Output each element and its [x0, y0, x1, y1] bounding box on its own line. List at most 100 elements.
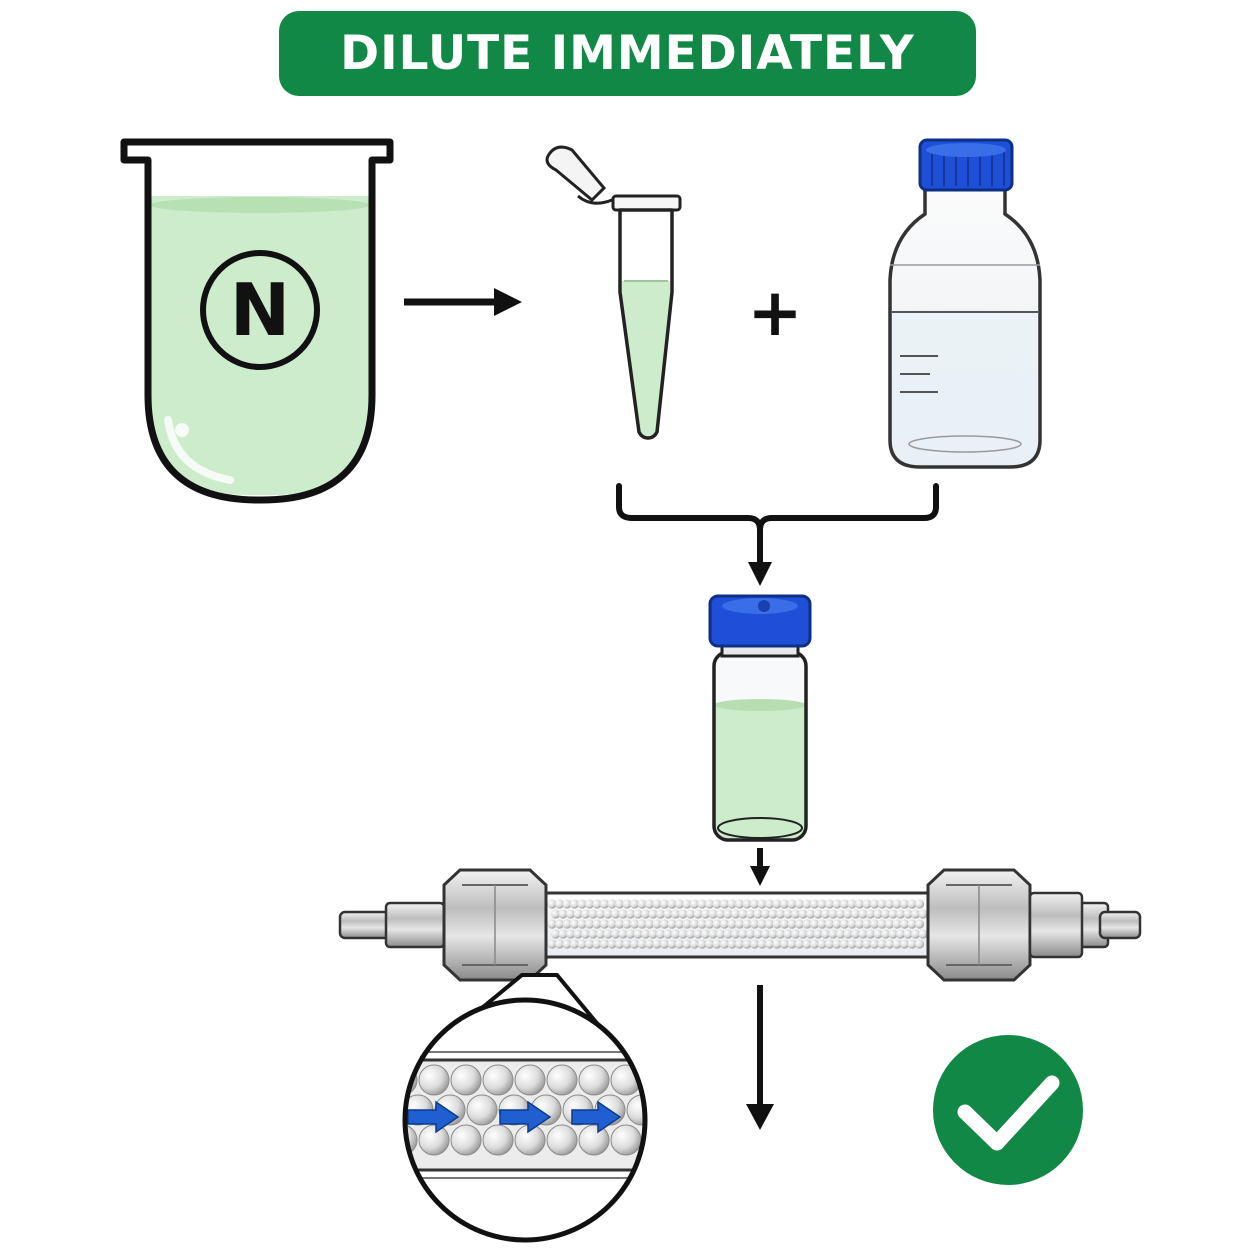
- packing-bead: [802, 939, 812, 949]
- packing-bead: [547, 939, 557, 949]
- packing-bead: [573, 929, 583, 939]
- packing-bead: [633, 929, 643, 939]
- packing-bead: [700, 929, 711, 939]
- packing-bead: [708, 909, 718, 919]
- packing-bead: [734, 899, 745, 909]
- packing-bead: [715, 909, 726, 919]
- packing-bead: [569, 939, 580, 949]
- sample-vial-icon: [708, 594, 812, 842]
- packing-bead: [914, 899, 925, 909]
- packing-bead: [832, 899, 842, 909]
- packing-bead: [888, 929, 898, 939]
- packing-bead: [764, 919, 775, 929]
- packing-bead: [753, 909, 763, 919]
- packing-bead: [644, 919, 655, 929]
- packing-bead: [865, 929, 876, 939]
- packing-bead: [554, 899, 565, 909]
- packing-bead: [850, 909, 861, 919]
- arrowhead-beaker-to-tube: [494, 288, 522, 316]
- packing-bead: [727, 919, 737, 929]
- magnified-bead: [407, 1124, 418, 1156]
- packing-bead: [835, 909, 846, 919]
- packing-bead: [772, 919, 782, 929]
- packing-bead: [569, 919, 580, 929]
- packing-bead: [880, 909, 891, 919]
- flow-arrows: [407, 1100, 622, 1134]
- packing-bead: [614, 939, 625, 949]
- packing-bead: [749, 899, 760, 909]
- magnified-bead: [659, 1095, 689, 1125]
- packing-bead: [573, 909, 583, 919]
- packing-bead: [607, 939, 617, 949]
- packing-bead: [854, 919, 865, 929]
- packing-bead: [918, 909, 928, 919]
- packing-bead: [734, 919, 745, 929]
- packing-bead: [719, 919, 730, 929]
- packing-bead: [622, 939, 632, 949]
- packing-bead: [667, 919, 677, 929]
- packing-bead: [907, 899, 917, 909]
- packing-bead: [667, 939, 677, 949]
- packing-bead: [809, 919, 820, 929]
- packing-bead: [892, 919, 902, 929]
- packing-bead: [730, 909, 741, 919]
- packing-bead: [655, 929, 666, 939]
- beaker-label: N: [229, 268, 291, 352]
- packing-bead: [869, 939, 880, 949]
- packing-bead: [907, 919, 917, 929]
- packing-bead: [554, 939, 565, 949]
- packing-bead: [764, 939, 775, 949]
- packing-bead: [712, 899, 722, 909]
- packing-bead: [648, 909, 658, 919]
- packing-bead: [682, 899, 692, 909]
- packing-bead: [749, 919, 760, 929]
- packing-bead: [689, 899, 700, 909]
- packing-bead: [817, 939, 827, 949]
- packing-bead: [824, 919, 835, 929]
- packing-bead: [592, 899, 602, 909]
- packing-bead: [697, 939, 707, 949]
- packing-bead: [824, 939, 835, 949]
- packing-bead: [610, 929, 621, 939]
- packing-bead: [738, 929, 748, 939]
- packing-bead: [580, 929, 591, 939]
- packing-bead: [697, 919, 707, 929]
- packing-bead: [678, 929, 688, 939]
- packing-bead: [794, 919, 805, 929]
- packing-bead: [813, 909, 823, 919]
- packing-bead: [682, 939, 692, 949]
- packing-bead: [869, 899, 880, 909]
- packing-bead: [610, 909, 621, 919]
- packing-bead: [689, 939, 700, 949]
- packing-bead: [839, 919, 850, 929]
- packing-bead: [674, 899, 685, 909]
- magnified-bead: [642, 1124, 643, 1156]
- packing-bead: [659, 939, 670, 949]
- packing-bead: [813, 929, 823, 939]
- packing-bead: [640, 909, 651, 919]
- packing-bead: [903, 909, 913, 919]
- packing-bead: [798, 909, 808, 919]
- packing-bead: [622, 919, 632, 929]
- packing-bead: [873, 909, 883, 919]
- packing-bead: [903, 929, 913, 939]
- packing-bead: [877, 939, 887, 949]
- packing-bead: [659, 919, 670, 929]
- packing-bead: [749, 939, 760, 949]
- packing-bead: [794, 899, 805, 909]
- packing-bead: [802, 919, 812, 929]
- packing-bead: [547, 919, 557, 929]
- packing-bead: [877, 919, 887, 929]
- packing-bead: [704, 899, 715, 909]
- packing-bead: [847, 919, 857, 929]
- magnified-bead: [450, 1124, 482, 1156]
- packing-bead: [847, 939, 857, 949]
- packing-bead: [704, 939, 715, 949]
- packing-bead: [742, 939, 752, 949]
- packing-bead: [768, 929, 778, 939]
- packing-bead: [817, 899, 827, 909]
- packing-bead: [550, 929, 561, 939]
- packing-bead: [832, 939, 842, 949]
- packing-bead: [790, 929, 801, 939]
- title-text: DILUTE IMMEDIATELY: [340, 26, 915, 81]
